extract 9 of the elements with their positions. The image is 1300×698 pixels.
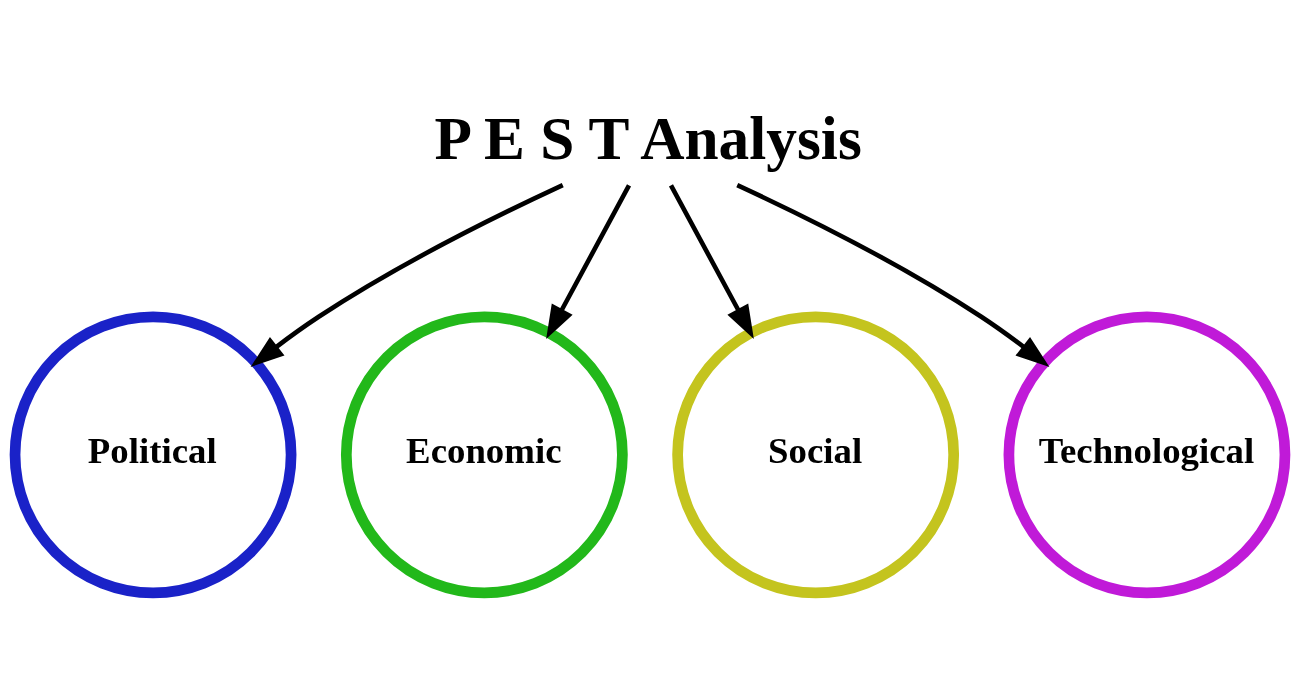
arrow xyxy=(250,183,564,368)
node-circle: Technological xyxy=(1003,311,1291,599)
node-text: P E S T Analysis xyxy=(434,103,862,172)
arrow xyxy=(736,183,1050,368)
node-circle: Political xyxy=(9,311,297,599)
arrow xyxy=(668,184,754,339)
node-circle: Social xyxy=(672,311,960,599)
arrow xyxy=(546,184,632,339)
node-circle: Economic xyxy=(340,311,628,599)
